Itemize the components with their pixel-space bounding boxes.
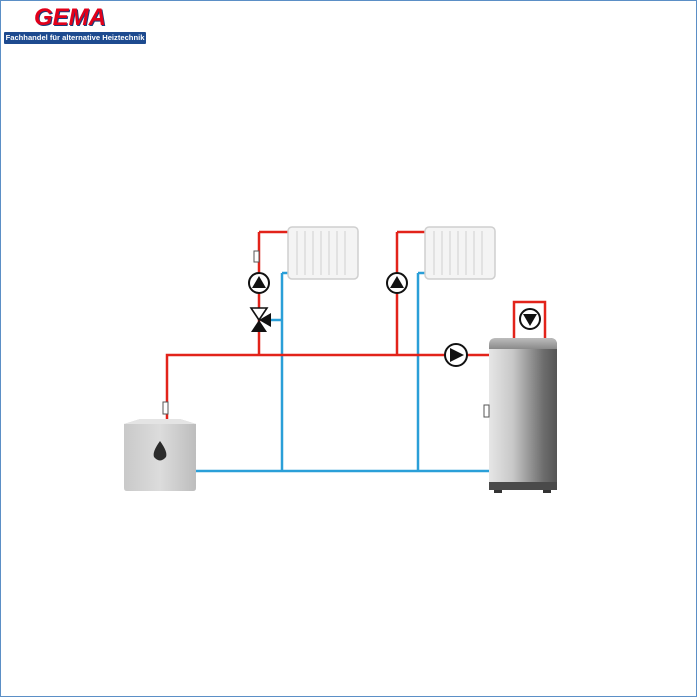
pump-icon [248, 272, 270, 294]
radiator-right [424, 226, 496, 280]
tank-sensor [483, 404, 490, 418]
pump-icon [386, 272, 408, 294]
hot-water-storage-tank [483, 338, 557, 493]
valve-icon [249, 307, 271, 332]
logo-brand: GEMA [34, 4, 106, 31]
logo-tagline: Fachhandel für alternative Heiztechnik [4, 32, 146, 44]
pump-icon [444, 343, 468, 367]
gema-logo: GEMA Fachhandel für alternative Heiztech… [4, 6, 146, 44]
pump-icon [519, 308, 541, 330]
radiator-left [287, 226, 359, 280]
boiler-sensor [162, 401, 169, 415]
boiler [124, 401, 196, 491]
drop-icon [153, 441, 167, 461]
flow-sensor-left [253, 250, 260, 263]
return-pipes [194, 271, 489, 473]
